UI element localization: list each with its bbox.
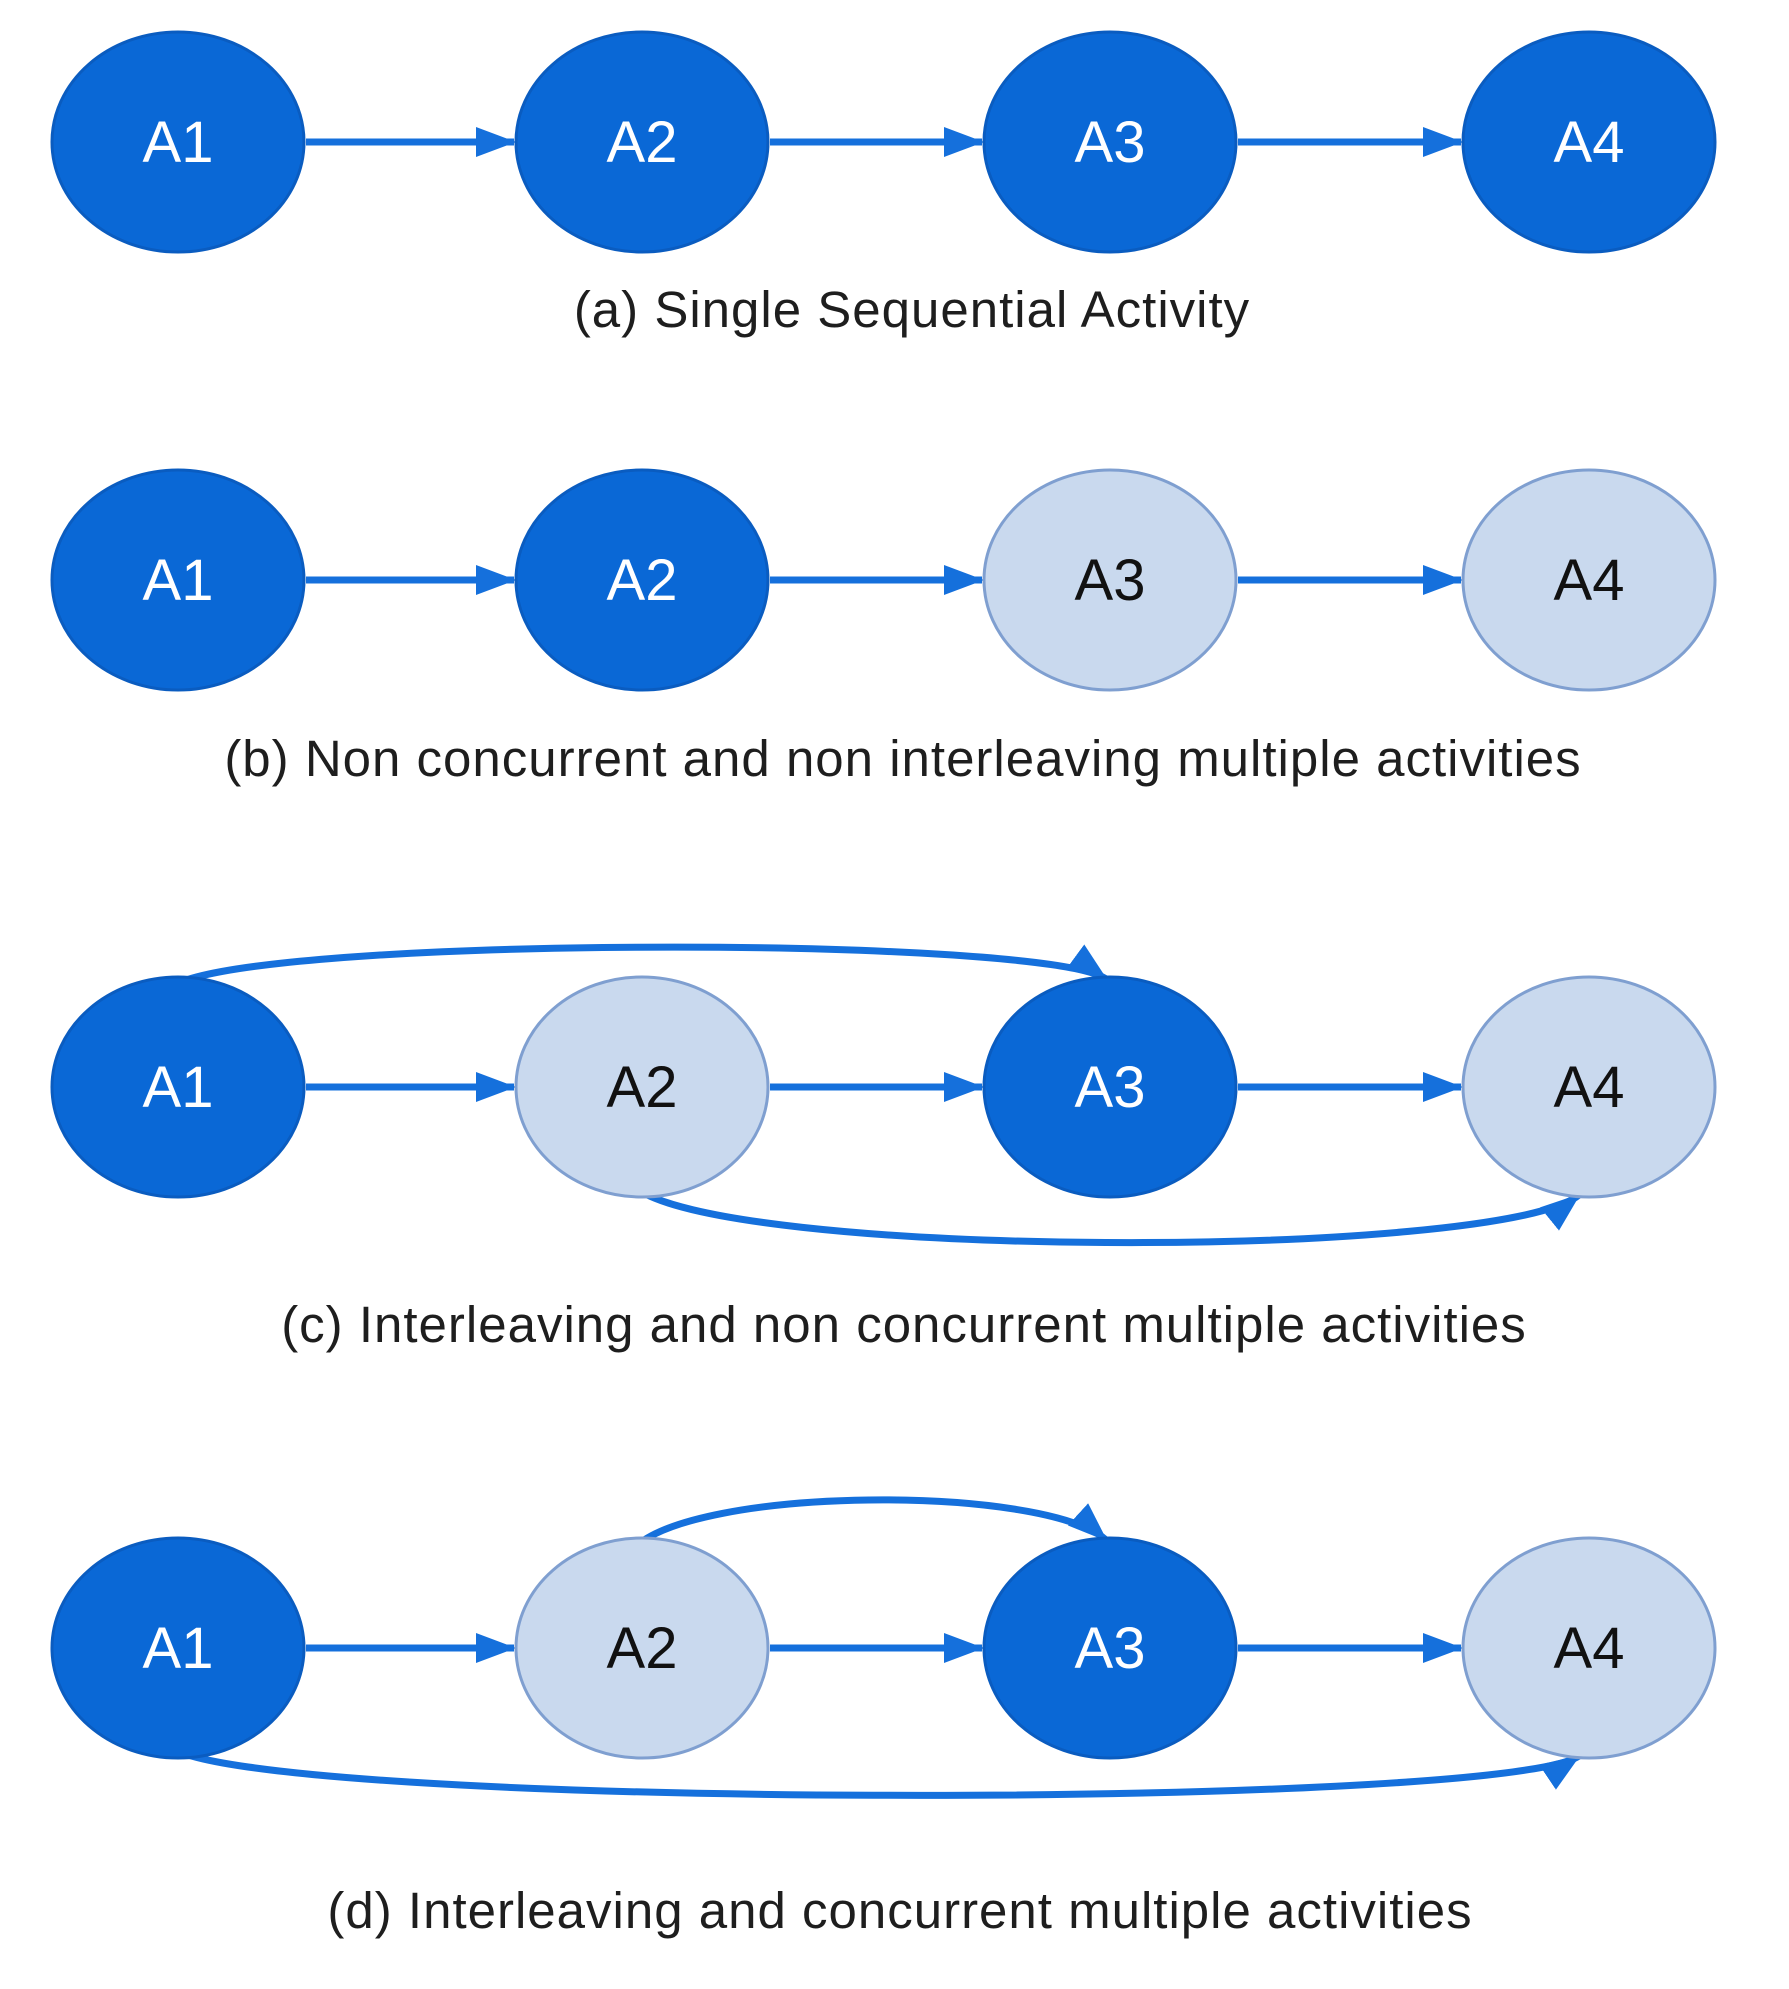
node-shape: [982, 1536, 1238, 1760]
diagram-caption: (c) Interleaving and non concurrent mult…: [281, 1296, 1527, 1353]
node-shape: [1461, 1536, 1717, 1760]
node-label: A3: [1075, 110, 1146, 175]
node-shape: [514, 30, 770, 254]
node-label: A1: [143, 548, 214, 613]
node-label: A4: [1554, 1055, 1625, 1120]
diagram-d: A1 A2 A3 A4 (d) Interleaving and concurrent …: [50, 1496, 1717, 1939]
node-shape: [982, 975, 1238, 1199]
edge-a1-a4-arc-bottom: [165, 1743, 1581, 1799]
node-a1: A1: [50, 975, 306, 1199]
node-shape: [1461, 468, 1717, 692]
node-a3: A3: [982, 1536, 1238, 1760]
node-a2: A2: [514, 30, 770, 254]
node-label: A1: [143, 110, 214, 175]
node-shape: [514, 975, 770, 1199]
node-a3: A3: [982, 468, 1238, 692]
node-shape: [50, 975, 306, 1199]
node-shape: [1461, 30, 1717, 254]
node-label: A4: [1554, 548, 1625, 613]
edge-a2-a4-arc-bottom: [629, 1182, 1582, 1247]
edge-a1-a3-arc-top: [165, 943, 1109, 992]
node-shape: [1461, 975, 1717, 1199]
node-a2: A2: [514, 975, 770, 1199]
node-label: A3: [1075, 1616, 1146, 1681]
node-a1: A1: [50, 468, 306, 692]
node-label: A1: [143, 1616, 214, 1681]
node-label: A4: [1554, 1616, 1625, 1681]
diagram-b: A1 A2 A3 A4 (b) Non concurrent and non inter…: [50, 468, 1717, 787]
node-label: A3: [1075, 1055, 1146, 1120]
node-a4: A4: [1461, 975, 1717, 1199]
node-a3: A3: [982, 30, 1238, 254]
diagram-caption: (d) Interleaving and concurrent multiple…: [327, 1882, 1472, 1939]
diagram-caption: (a) Single Sequential Activity: [574, 281, 1250, 338]
edge-a2-a3-arc-top: [629, 1496, 1109, 1553]
node-a4: A4: [1461, 468, 1717, 692]
node-label: A4: [1554, 110, 1625, 175]
node-label: A2: [607, 548, 678, 613]
node-shape: [982, 30, 1238, 254]
node-a4: A4: [1461, 30, 1717, 254]
node-label: A2: [607, 1055, 678, 1120]
node-a1: A1: [50, 1536, 306, 1760]
node-shape: [50, 30, 306, 254]
node-a1: A1: [50, 30, 306, 254]
node-label: A1: [143, 1055, 214, 1120]
diagram-a: A1 A2 A3 A4 (a) Single Sequential Activity: [50, 30, 1717, 338]
node-a2: A2: [514, 468, 770, 692]
node-label: A3: [1075, 548, 1146, 613]
node-label: A2: [607, 110, 678, 175]
node-a4: A4: [1461, 1536, 1717, 1760]
diagram-c: A1 A2 A3 A4 (c) Interleaving and non concurr…: [50, 943, 1717, 1353]
node-label: A2: [607, 1616, 678, 1681]
node-shape: [982, 468, 1238, 692]
node-a2: A2: [514, 1536, 770, 1760]
node-shape: [50, 468, 306, 692]
node-shape: [50, 1536, 306, 1760]
diagram-caption: (b) Non concurrent and non interleaving …: [224, 730, 1581, 787]
node-shape: [514, 468, 770, 692]
node-shape: [514, 1536, 770, 1760]
node-a3: A3: [982, 975, 1238, 1199]
